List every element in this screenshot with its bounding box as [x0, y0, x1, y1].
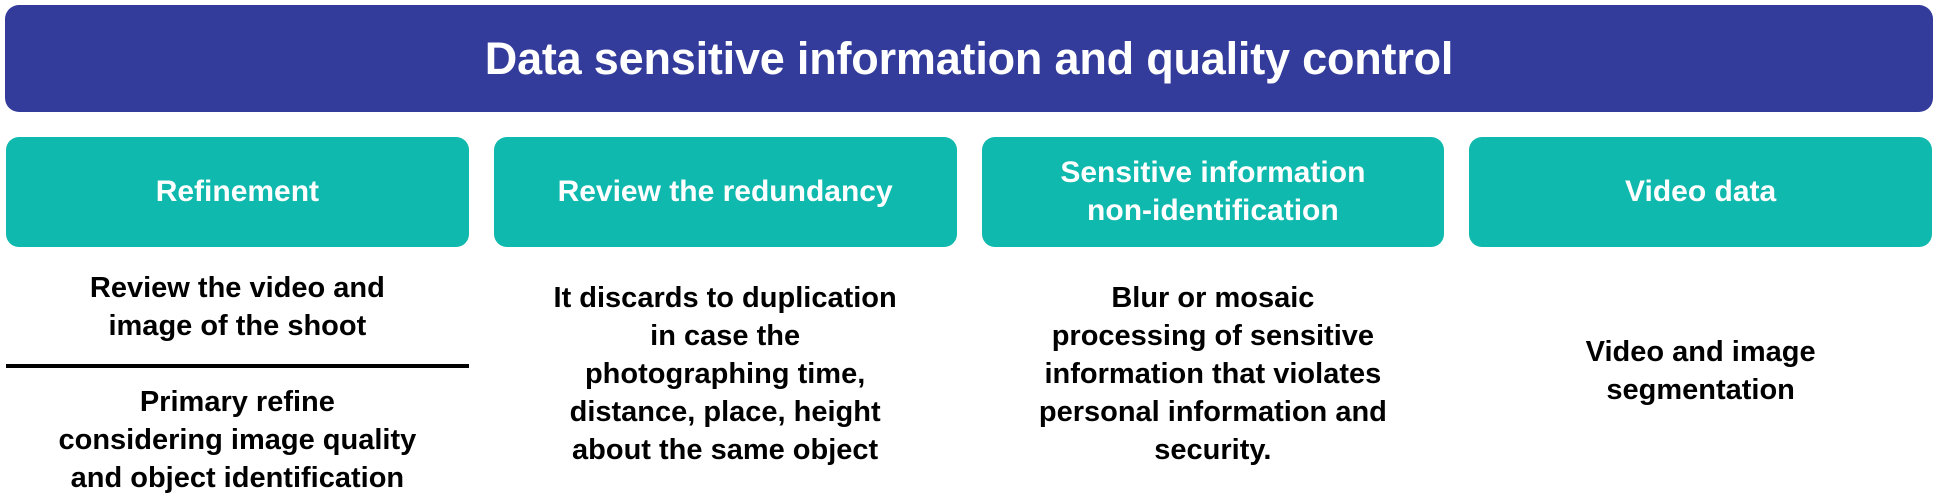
column-header-refinement[interactable]: Refinement: [6, 137, 469, 247]
column-header-review-the-redundancy[interactable]: Review the redundancy: [493, 137, 957, 247]
column-header-video-data[interactable]: Video data: [1469, 137, 1932, 247]
body-text-block: Primary refine considering image quality…: [58, 386, 417, 494]
page-title: Data sensitive information and quality c…: [484, 32, 1454, 84]
section-divider: [6, 364, 469, 368]
body-text-block: Review the video and image of the shoot: [89, 272, 385, 342]
column-header-label: Refinement: [155, 174, 320, 208]
body-text-block: It discards to duplication in case the p…: [553, 282, 897, 466]
diagram-title-banner: Data sensitive information and quality c…: [5, 5, 1933, 112]
body-text-block: Blur or mosaic processing of sensitive i…: [1038, 282, 1387, 466]
column-body-review-the-redundancy: It discards to duplication in case the p…: [494, 247, 957, 498]
column-body-video-data: Video and image segmentation: [1469, 247, 1932, 498]
column-header-label: Review the redundancy: [557, 174, 893, 208]
column-header-label: Video data: [1625, 174, 1777, 208]
column-group: Refinement Review the video and image of…: [6, 137, 1932, 498]
column-body-refinement: Review the video and image of the shoot …: [6, 247, 469, 498]
body-text-block: Video and image segmentation: [1585, 336, 1816, 406]
column-body-sensitive-information-non-identification: Blur or mosaic processing of sensitive i…: [982, 247, 1445, 498]
column-refinement: Refinement Review the video and image of…: [6, 137, 469, 498]
column-review-the-redundancy: Review the redundancy It discards to dup…: [493, 137, 957, 498]
column-sensitive-information-non-identification: Sensitive information non-identification…: [981, 137, 1445, 498]
column-video-data: Video data Video and image segmentation: [1469, 137, 1932, 498]
column-header-label: Sensitive information non-identification: [1060, 155, 1366, 227]
column-header-sensitive-information-non-identification[interactable]: Sensitive information non-identification: [981, 137, 1445, 247]
